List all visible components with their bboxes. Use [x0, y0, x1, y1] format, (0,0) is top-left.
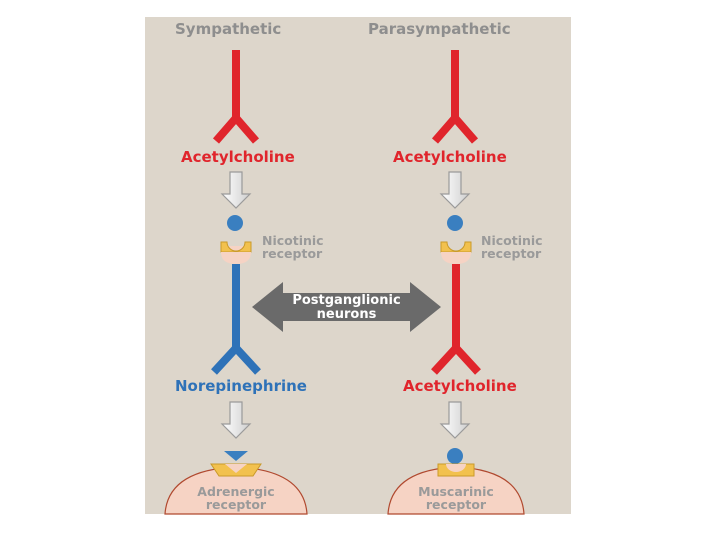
receptor-label-line: receptor: [425, 497, 487, 512]
receptor-label-line: receptor: [262, 246, 323, 261]
sympathetic-postganglionic-transmitter: Norepinephrine: [175, 377, 307, 395]
neurotransmitter-molecule: [447, 448, 463, 464]
nicotinic-receptor-icon: [440, 241, 472, 264]
parasympathetic-header: Parasympathetic: [368, 20, 511, 38]
double-arrow-icon: [252, 282, 441, 332]
parasympathetic-preganglionic-transmitter: Acetylcholine: [393, 148, 507, 166]
parasympathetic-postganglionic-neuron: [431, 264, 481, 375]
receptor-label-line: receptor: [205, 497, 267, 512]
muscarinic-receptor-label: Muscarinic receptor: [406, 485, 506, 511]
down-arrow-icon: [439, 171, 471, 209]
sympathetic-preganglionic-neuron: [212, 50, 260, 144]
parasympathetic-nicotinic-receptor-label: Nicotinic receptor: [481, 234, 543, 260]
sympathetic-nicotinic-receptor-label: Nicotinic receptor: [262, 234, 324, 260]
postganglionic-label-line: Postganglionic: [292, 293, 401, 308]
postganglionic-label-line: neurons: [316, 307, 377, 322]
receptor-label-line: Nicotinic: [262, 233, 324, 248]
norepinephrine-molecule: [224, 451, 248, 461]
receptor-label-line: Nicotinic: [481, 233, 543, 248]
diagram-panel: [145, 17, 571, 514]
muscarinic-target-cell: [387, 463, 525, 515]
sympathetic-preganglionic-transmitter: Acetylcholine: [181, 148, 295, 166]
parasympathetic-postganglionic-transmitter: Acetylcholine: [403, 377, 517, 395]
parasympathetic-preganglionic-neuron: [431, 50, 479, 144]
receptor-label-line: Muscarinic: [418, 484, 494, 499]
receptor-label-line: Adrenergic: [197, 484, 275, 499]
receptor-label-line: receptor: [481, 246, 542, 261]
sympathetic-header: Sympathetic: [175, 20, 282, 38]
sympathetic-postganglionic-neuron: [211, 264, 261, 375]
adrenergic-receptor-label: Adrenergic receptor: [186, 485, 286, 511]
adrenergic-target-cell: [164, 463, 308, 515]
neurotransmitter-molecule: [447, 215, 463, 231]
postganglionic-label: Postganglionic neurons: [283, 294, 410, 322]
neurotransmitter-molecule: [227, 215, 243, 231]
nicotinic-receptor-icon: [220, 241, 252, 264]
down-arrow-icon: [439, 401, 471, 439]
down-arrow-icon: [220, 171, 252, 209]
down-arrow-icon: [220, 401, 252, 439]
